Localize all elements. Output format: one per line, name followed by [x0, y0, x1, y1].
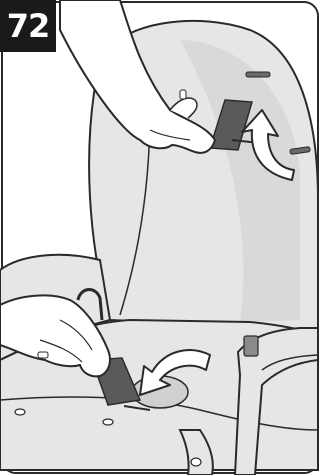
step-number-label: 72: [7, 7, 50, 45]
lower-hand-nail: [38, 352, 48, 358]
frame-leg-bolt: [191, 458, 201, 466]
upper-hand-nail: [180, 90, 186, 99]
armrest-clip: [244, 336, 258, 356]
harness-slot-upper: [246, 72, 270, 77]
base-bolt-center: [103, 419, 113, 425]
step-number-badge: 72: [0, 0, 56, 52]
base-bolt-left: [15, 409, 25, 415]
